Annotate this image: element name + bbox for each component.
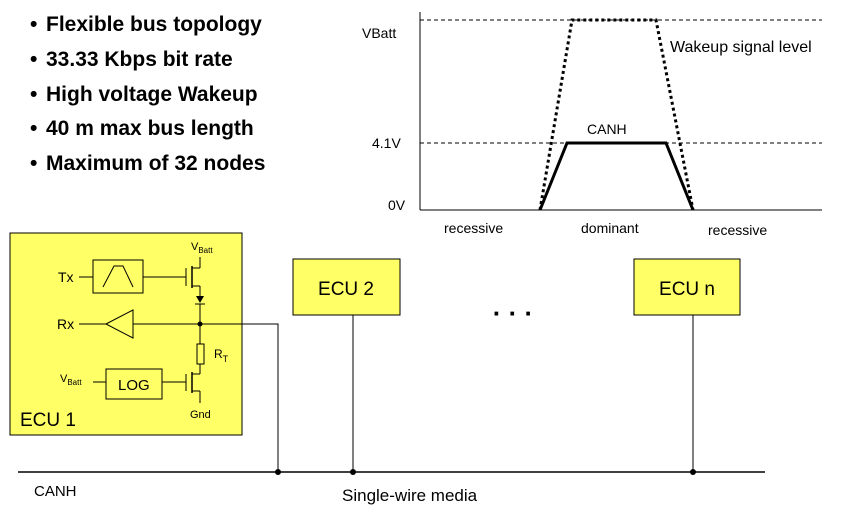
- ellipsis: · · ·: [493, 298, 533, 328]
- bullet-text: 40 m max bus length: [46, 117, 254, 141]
- ecu2-block: ECU 2: [292, 258, 401, 472]
- bullet-text: High voltage Wakeup: [46, 82, 258, 106]
- rt-resistor: [196, 343, 205, 365]
- canh-trace-label: CANH: [587, 121, 627, 137]
- phase-label-recessive-1: recessive: [444, 220, 503, 236]
- vbatt-top-label: VBatt: [191, 241, 213, 255]
- waveform-graph: VBatt 4.1V 0V Wakeup signal level CANH r…: [362, 12, 822, 238]
- bullet-text: Flexible bus topology: [46, 13, 262, 36]
- phase-label-dominant: dominant: [581, 220, 639, 236]
- rx-label: Rx: [57, 316, 74, 332]
- gnd-label: Gnd: [190, 409, 211, 421]
- bus-canh-label: CANH: [34, 483, 77, 500]
- log-box: [105, 368, 163, 400]
- ecun-label: ECU n: [659, 279, 715, 300]
- ecu2-box: [292, 258, 401, 316]
- bullet-item: •Maximum of 32 nodes: [30, 152, 266, 176]
- ecun-block: ECU n: [633, 258, 741, 472]
- diode-icon: [196, 296, 204, 303]
- wakeup-label: Wakeup signal level: [670, 39, 812, 56]
- wave-shaper-icon: [102, 265, 134, 288]
- vbatt-tick-label: VBatt: [362, 25, 396, 41]
- ecu1-bus-connection: [200, 323, 279, 472]
- ecu2-label: ECU 2: [318, 279, 374, 300]
- ecu1-label: ECU 1: [20, 410, 76, 431]
- wakeup-signal-trace: [538, 18, 695, 211]
- ecun-box: [633, 258, 741, 316]
- ecu1-block: ECU 1 Tx VBatt Rx RT VBatt LOG: [9, 232, 279, 472]
- bullet-text: 33.33 Kbps bit rate: [46, 47, 233, 71]
- bus-junction-ecu1: [275, 469, 281, 475]
- feature-list: •Flexible bus topology •33.33 Kbps bit r…: [30, 10, 265, 184]
- bus: CANH Single-wire media: [18, 469, 765, 505]
- bus-media-label: Single-wire media: [342, 486, 478, 505]
- bullet-item: •40 m max bus length: [30, 117, 254, 141]
- v41-tick-label: 4.1V: [372, 135, 401, 151]
- vbatt-left-label: VBatt: [60, 373, 82, 387]
- bullet-item: •High voltage Wakeup: [30, 82, 258, 106]
- bullet-item: •33.33 Kbps bit rate: [30, 47, 233, 71]
- canh-trace: [538, 141, 695, 211]
- bullet-item: •Flexible bus topology: [30, 13, 262, 36]
- v0-tick-label: 0V: [388, 197, 406, 213]
- tx-label: Tx: [58, 269, 74, 285]
- wave-shaper-box: [92, 259, 144, 294]
- bus-junction-ecu2: [350, 469, 356, 475]
- bullet-text: Maximum of 32 nodes: [46, 152, 266, 176]
- bus-junction-ecun: [690, 469, 696, 475]
- rt-label: RT: [214, 347, 229, 364]
- phase-label-recessive-2: recessive: [708, 222, 767, 238]
- log-label: LOG: [118, 377, 150, 394]
